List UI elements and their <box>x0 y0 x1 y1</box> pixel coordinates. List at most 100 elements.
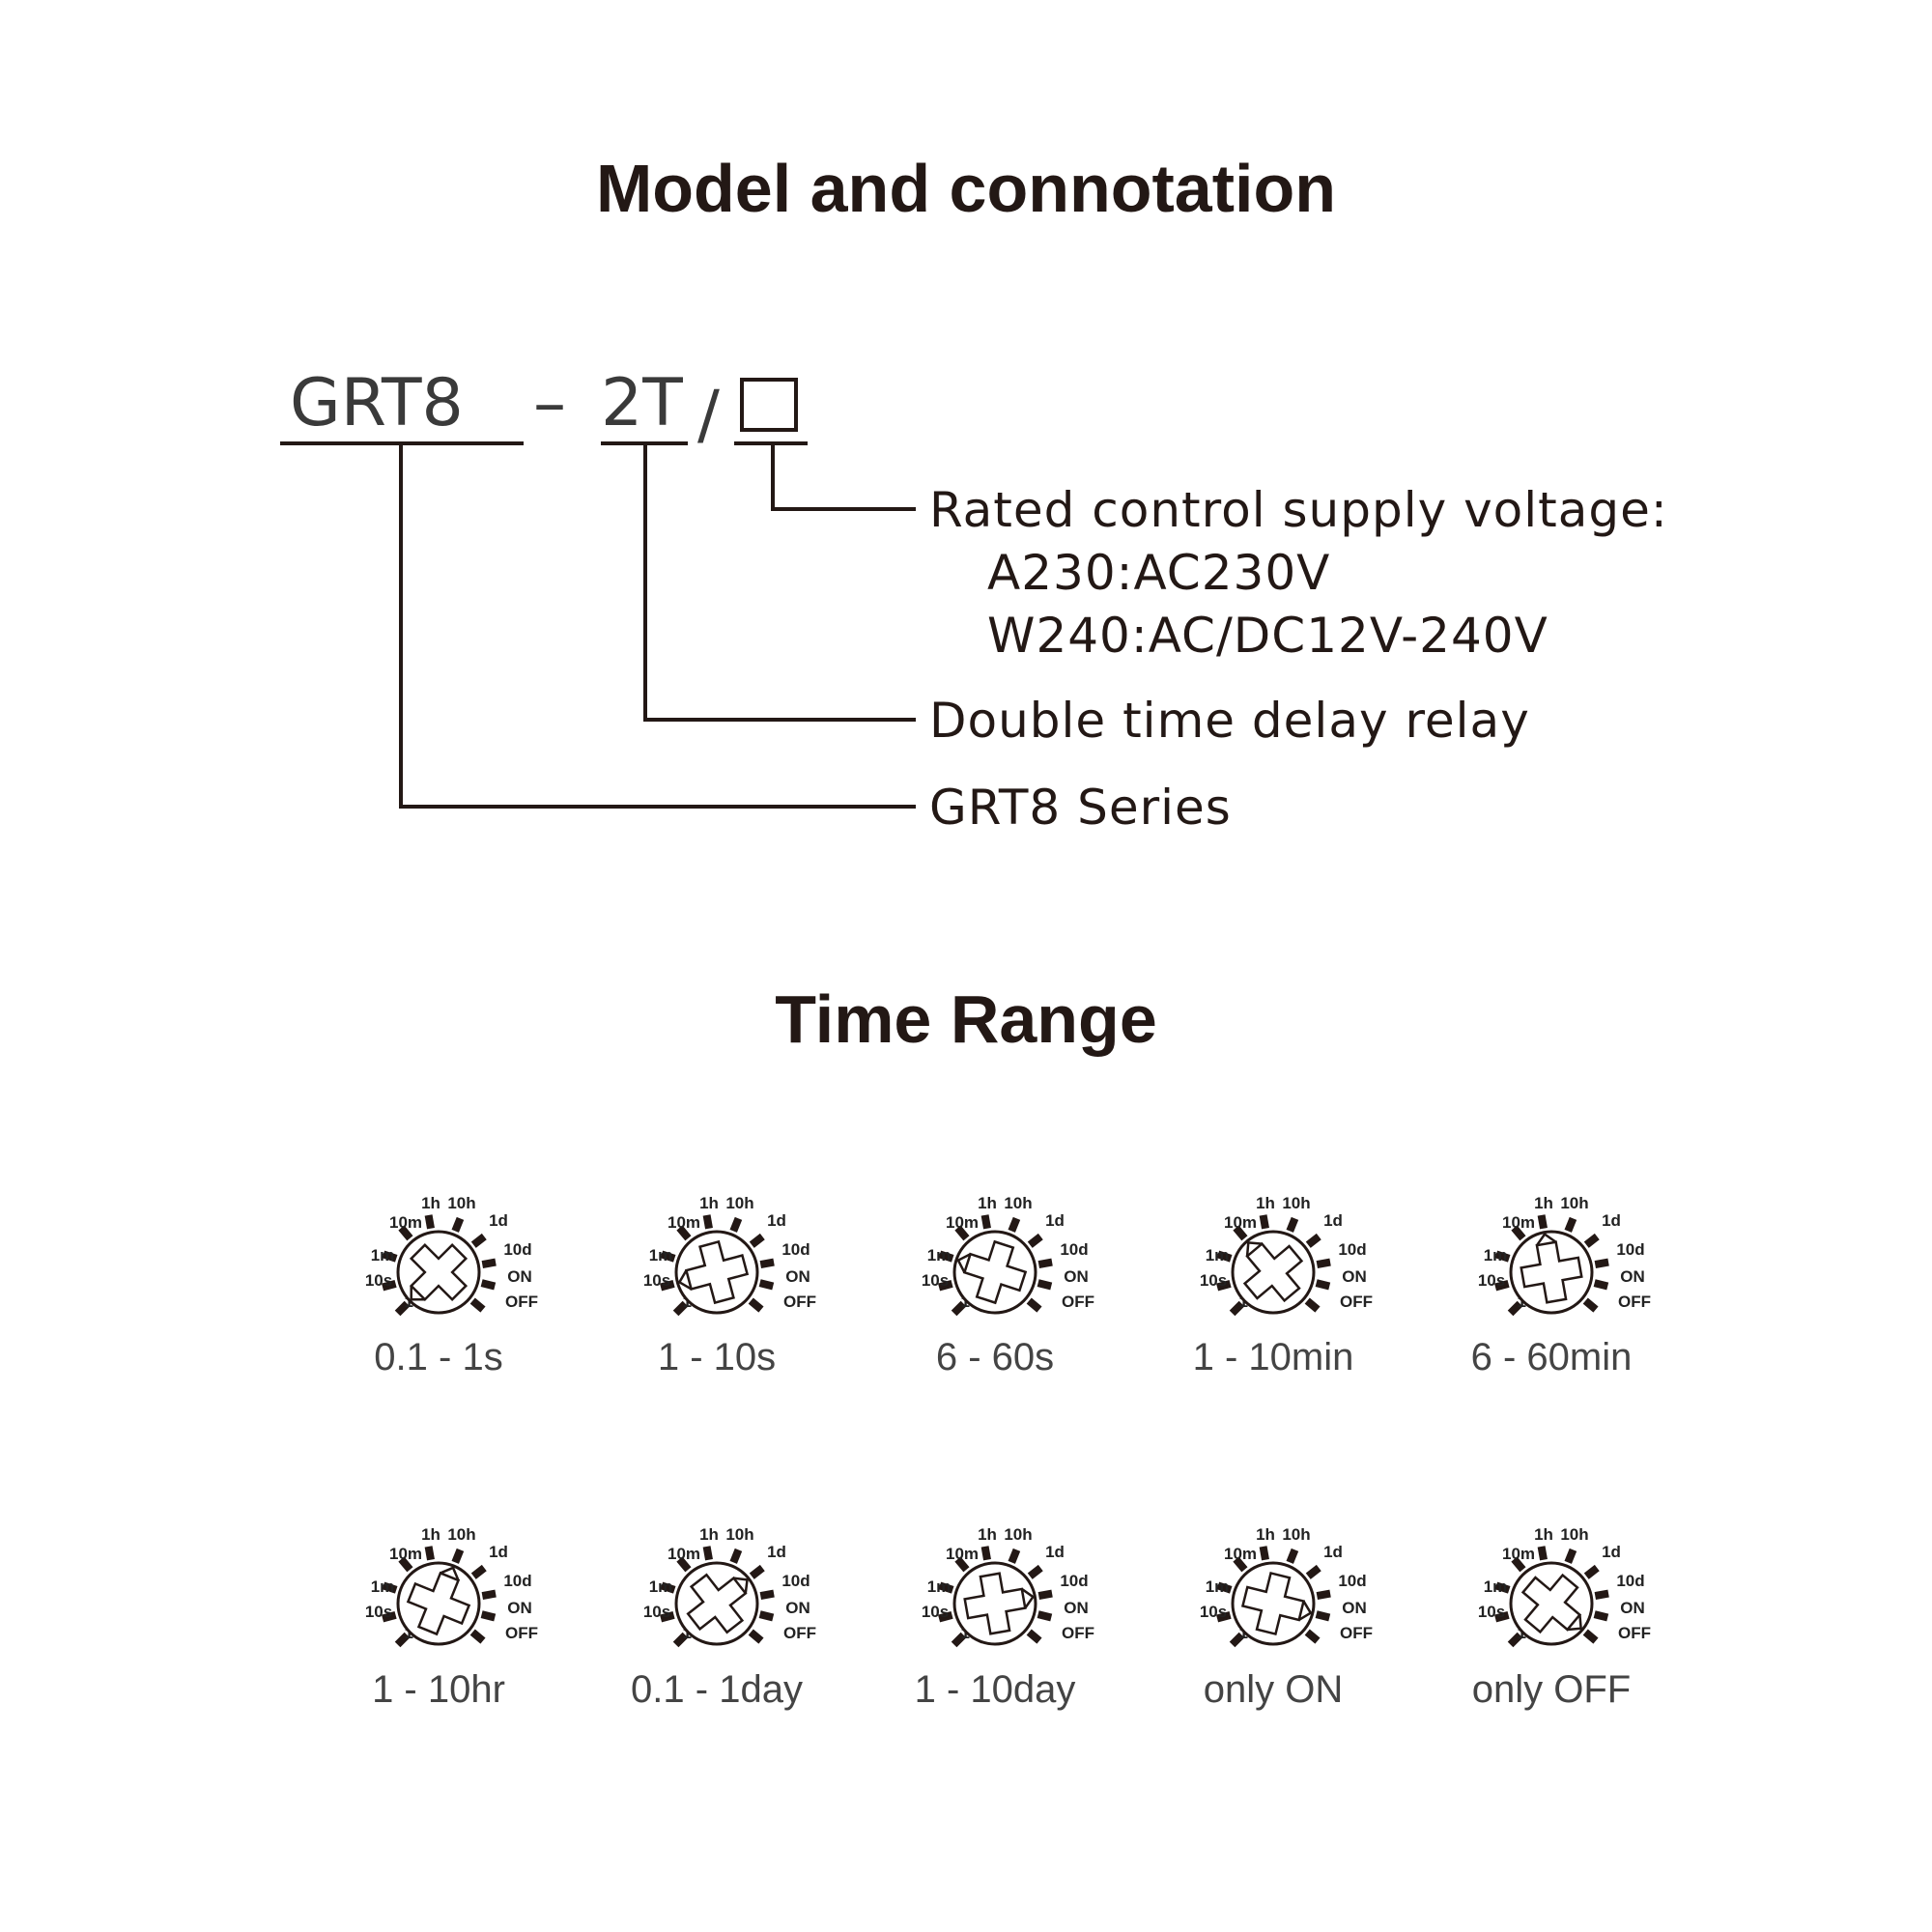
dial-scale-label: 1h <box>421 1525 440 1544</box>
dial-tick-mark <box>1026 1629 1042 1644</box>
dial-tick-mark <box>1593 1279 1609 1291</box>
dial-scale-label: ON <box>1342 1599 1367 1617</box>
dial-tick-mark <box>470 1564 487 1579</box>
dial-scale-label: 10d <box>1060 1572 1088 1590</box>
dial-scale-label: 1d <box>1323 1211 1343 1230</box>
dial-tick-mark <box>1494 1611 1510 1623</box>
dial-scale-label: 1d <box>767 1211 786 1230</box>
dial-tick-mark <box>758 1279 775 1291</box>
dial-scale-label: 10m <box>1502 1545 1535 1563</box>
dial-tick-mark <box>1494 1280 1510 1292</box>
dial-scale-label: 10h <box>1560 1194 1588 1212</box>
dial-scale-label: 10s <box>1200 1603 1227 1621</box>
dial-tick-mark <box>1583 1564 1600 1579</box>
dial-tick-mark <box>660 1250 676 1263</box>
dial-tick-mark <box>398 1225 413 1241</box>
dial-scale-label: 10h <box>1004 1194 1032 1212</box>
series-description: GRT8 Series <box>929 780 1232 836</box>
dial-scale-label: 10m <box>1224 1213 1257 1232</box>
dial-tick-mark <box>938 1280 953 1292</box>
dial-tick-mark <box>451 1548 465 1564</box>
dial-scale-label: 10d <box>1338 1572 1366 1590</box>
model-code-slash: / <box>697 377 720 453</box>
dial-scale-label: 1d <box>489 1543 508 1561</box>
dial-3: 1s10s1m10m1h10h1d10dONOFF6 - 60s <box>922 1194 1094 1378</box>
dial-tick-mark <box>672 1632 689 1648</box>
dial-tick-mark <box>1037 1279 1053 1291</box>
dial-scale-label: 10m <box>668 1545 700 1563</box>
dial-tick-mark <box>702 1546 713 1561</box>
dial-tick-mark <box>394 1632 411 1648</box>
dial-tick-mark <box>1564 1216 1577 1233</box>
leader-type <box>643 445 916 722</box>
dial-scale-label: 10s <box>922 1603 949 1621</box>
dial-pointer <box>410 1286 425 1301</box>
dial-scale-label: ON <box>1064 1599 1089 1617</box>
dial-scale-label: 10h <box>447 1525 475 1544</box>
dial-scale-label: 1m <box>371 1577 395 1596</box>
dial-scale-label: 10d <box>1060 1240 1088 1259</box>
model-code-type: 2T <box>601 365 683 441</box>
dial-scale-label: 10m <box>946 1213 979 1232</box>
dial-tick-mark <box>480 1279 497 1291</box>
dial-tick-mark <box>759 1258 775 1268</box>
dial-scale-label: 1m <box>1206 1577 1230 1596</box>
dial-tick-mark <box>1037 1589 1053 1600</box>
dial-knob <box>963 1572 1036 1635</box>
dial-scale-label: 10d <box>1338 1240 1366 1259</box>
dial-scale-label: 10d <box>781 1240 810 1259</box>
dial-scale-label: ON <box>1064 1267 1089 1286</box>
dial-caption: only ON <box>1204 1668 1344 1711</box>
dial-scale-label: 1h <box>1256 1525 1275 1544</box>
dial-tick-mark <box>1593 1610 1609 1622</box>
dial-tick-mark <box>469 1297 486 1313</box>
dial-scale-label: 1m <box>1484 1577 1508 1596</box>
dial-caption: only OFF <box>1472 1668 1631 1711</box>
dial-tick-mark <box>759 1589 775 1600</box>
dial-tick-mark <box>1037 1610 1053 1622</box>
dial-scale-label: 1d <box>489 1211 508 1230</box>
dial-tick-mark <box>424 1546 435 1561</box>
dial-knob <box>686 1573 749 1634</box>
dial-5: 1s10s1m10m1h10h1d10dONOFF6 - 60min <box>1471 1194 1651 1378</box>
dial-pointer <box>440 1566 460 1581</box>
dial-scale-label: 1h <box>699 1194 719 1212</box>
dial-tick-mark <box>660 1280 675 1292</box>
dial-scale-label: OFF <box>783 1293 816 1311</box>
dial-tick-mark <box>1507 1632 1523 1648</box>
dial-scale-label: 1h <box>978 1194 997 1212</box>
dial-tick-mark <box>676 1225 692 1241</box>
dial-scale-label: OFF <box>505 1293 538 1311</box>
dial-tick-mark <box>1233 1225 1248 1241</box>
dial-scale-label: ON <box>1342 1267 1367 1286</box>
dial-tick-mark <box>1511 1556 1526 1573</box>
dial-scale-label: OFF <box>1062 1624 1094 1642</box>
dial-tick-mark <box>1316 1589 1331 1600</box>
model-code-dash: – <box>533 365 566 441</box>
dial-tick-mark <box>1582 1297 1599 1313</box>
dial-pointer <box>956 1253 972 1273</box>
dial-caption: 1 - 10min <box>1193 1336 1354 1378</box>
dial-knob <box>677 1239 750 1305</box>
dial-tick-mark <box>1229 1300 1245 1317</box>
dial-grid: 1s10s1m10m1h10h1d10dONOFF0.1 - 1s1s10s1m… <box>365 1194 1651 1711</box>
dial-tick-mark <box>1286 1548 1299 1564</box>
dial-tick-mark <box>382 1280 397 1292</box>
dial-knob <box>956 1239 1028 1305</box>
dial-scale-label: 10s <box>1200 1271 1227 1290</box>
dial-scale-label: 10h <box>1282 1525 1310 1544</box>
dial-scale-label: 1m <box>927 1577 952 1596</box>
dial-scale-label: 1d <box>1323 1543 1343 1561</box>
dial-tick-mark <box>394 1300 411 1317</box>
dial-tick-mark <box>951 1300 967 1317</box>
dial-scale-label: 1d <box>1045 1211 1065 1230</box>
dial-scale-label: ON <box>785 1599 810 1617</box>
dial-scale-label: 1h <box>421 1194 440 1212</box>
dial-scale-label: 10h <box>447 1194 475 1212</box>
dial-tick-mark <box>1537 1214 1548 1230</box>
dial-scale-label: 1m <box>649 1246 673 1264</box>
dial-tick-mark <box>424 1214 435 1230</box>
